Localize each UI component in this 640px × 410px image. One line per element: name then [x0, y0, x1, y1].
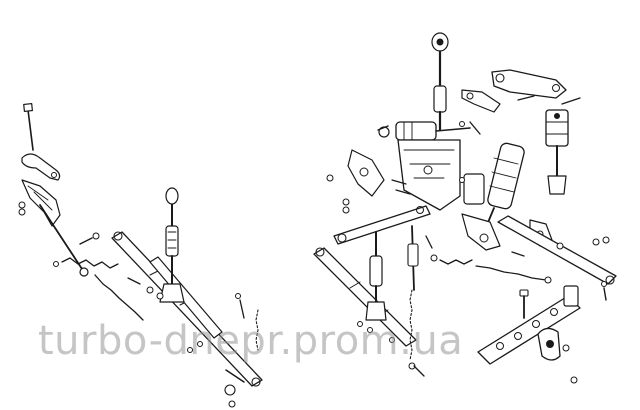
left-lift-arm — [21, 153, 61, 181]
right-control-valve — [545, 97, 581, 195]
right-clevis — [537, 327, 570, 361]
left-hitch-assembly — [18, 102, 263, 408]
right-cross-shaft — [333, 205, 431, 245]
left-check-chain — [61, 257, 144, 321]
right-small-brackets — [326, 125, 411, 214]
right-hydraulic-cylinder-horizontal — [378, 121, 471, 141]
right-upper-lift-arm — [491, 69, 567, 99]
right-center-frame — [397, 139, 461, 211]
right-small-pins — [357, 121, 607, 384]
left-top-link-turnbuckle — [159, 187, 185, 303]
left-pins — [79, 232, 164, 300]
left-long-bolt — [23, 102, 34, 151]
right-drawbar-pin — [519, 289, 529, 319]
right-hitch-assembly — [313, 32, 617, 384]
right-small-lever — [461, 89, 535, 135]
right-lift-rod-turnbuckle — [365, 231, 387, 321]
left-bottom-pin — [224, 369, 245, 408]
right-vertical-rod — [407, 225, 419, 370]
right-lower-link-right — [497, 215, 617, 285]
left-hanging-chain — [235, 293, 259, 351]
right-top-link — [431, 32, 449, 132]
right-drawbar — [477, 285, 581, 365]
right-check-chains — [430, 251, 552, 284]
left-lift-rod — [39, 204, 89, 277]
left-lower-link — [111, 231, 263, 387]
right-lower-link-left — [313, 247, 417, 347]
left-lower-link-2 — [149, 256, 223, 339]
right-hydraulic-cylinder-vertical — [463, 142, 525, 233]
left-bracket — [21, 179, 61, 227]
